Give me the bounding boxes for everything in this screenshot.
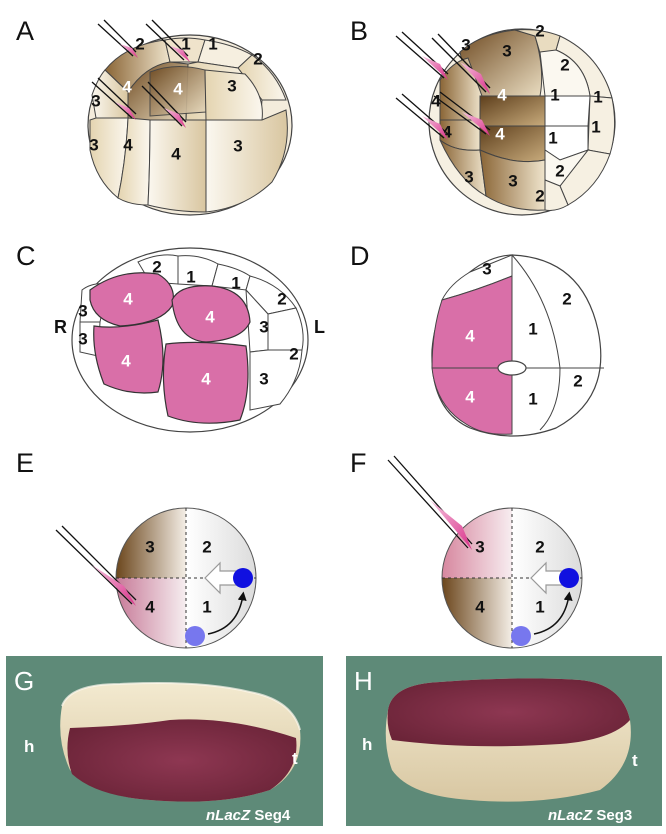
cell-label: 3: [461, 35, 470, 54]
cell-label: 2: [152, 257, 161, 276]
cell-label: 2: [289, 344, 298, 363]
cell-label: 4: [201, 369, 211, 388]
cell-label: 3: [227, 76, 236, 95]
head-label: h: [24, 737, 34, 756]
panel-b: B 3 3 2 2: [350, 16, 615, 215]
cell-label: 3: [89, 135, 98, 154]
panel-letter-b: B: [350, 16, 368, 46]
cell-label: 1: [593, 87, 602, 106]
panel-letter-h: H: [354, 666, 373, 696]
injection-needle-icon: [396, 32, 448, 80]
cell-label: 1: [202, 597, 211, 616]
cell-label: 4: [495, 124, 505, 143]
cell-label: 2: [253, 49, 262, 68]
light-blue-dot: [511, 626, 531, 646]
panel-g: G h t nLacZ Seg4: [6, 656, 323, 826]
panel-letter-d: D: [350, 241, 370, 271]
cell-label: 3: [259, 317, 268, 336]
tadpole-embryo-h: [386, 678, 631, 801]
embryo-d: 3 2 4 1 4 1 2: [432, 255, 604, 436]
injection-needle-icon: [98, 20, 138, 58]
panel-c: C 2 1 1 2 3 3 4 4 3 4: [16, 241, 325, 432]
cell-label: 3: [508, 171, 517, 190]
side-label-right: R: [54, 317, 67, 337]
cell-label: 4: [475, 597, 485, 616]
embryo-b: 3 3 2 2 4 4 1 1 4 4 1 1 3 3 2 2: [429, 21, 615, 215]
panel-h: H h t nLacZ Seg3: [346, 656, 662, 826]
cell-label: 2: [560, 55, 569, 74]
cell-label: 4: [465, 387, 475, 406]
cell-label: 3: [259, 369, 268, 388]
tail-label: t: [292, 749, 298, 768]
cell-label: 2: [535, 537, 544, 556]
cell-label: 3: [78, 329, 87, 348]
cell-label: 2: [555, 161, 564, 180]
side-label-left: L: [314, 317, 325, 337]
cell-label: 1: [528, 319, 537, 338]
cell-label: 4: [465, 326, 475, 345]
cell-label: 3: [233, 136, 242, 155]
panel-d: D 3 2 4 1 4 1 2: [350, 241, 604, 436]
cell-label: 1: [528, 389, 537, 408]
cell-label: 2: [535, 186, 544, 205]
cell-label: 4: [173, 79, 183, 98]
cell-label: 1: [548, 128, 557, 147]
cell-label: 4: [121, 351, 131, 370]
cell-label: 2: [573, 371, 582, 390]
cell-label: 4: [123, 289, 133, 308]
photo-caption: nLacZ Seg3: [548, 807, 632, 824]
embryo-c: 2 1 1 2 3 3 4 4 3 4 4 2 3 R L: [54, 248, 325, 432]
cell-label: 4: [171, 144, 181, 163]
cell-label: 2: [535, 21, 544, 40]
head-label: h: [362, 735, 372, 754]
cell-label: 1: [231, 273, 240, 292]
panel-a: A 2 1 1 2 4 4 3: [16, 16, 292, 215]
cell-label: 1: [591, 117, 600, 136]
panel-letter-a: A: [16, 16, 34, 46]
cell-label: 4: [497, 85, 507, 104]
cell-label: 1: [535, 597, 544, 616]
cell-label: 1: [208, 34, 217, 53]
cell-label: 2: [562, 289, 571, 308]
cell-label: 3: [464, 167, 473, 186]
light-blue-dot: [185, 626, 205, 646]
cell-label: 3: [145, 537, 154, 556]
cell-label: 2: [202, 537, 211, 556]
blue-dot: [233, 568, 253, 588]
cell-label: 1: [550, 85, 559, 104]
panel-letter-g: G: [14, 666, 34, 696]
tadpole-embryo-g: [60, 683, 300, 802]
cell-label: 3: [502, 41, 511, 60]
cell-label: 1: [186, 267, 195, 286]
panel-letter-c: C: [16, 241, 36, 271]
panel-letter-f: F: [350, 448, 367, 478]
cell-label: 3: [475, 537, 484, 556]
panel-letter-e: E: [16, 448, 34, 478]
photo-caption: nLacZ Seg4: [206, 807, 291, 824]
cell-label: 3: [482, 259, 491, 278]
tail-label: t: [632, 751, 638, 770]
cell-label: 4: [205, 307, 215, 326]
cell-label: 4: [122, 77, 132, 96]
embryo-a: 2 1 1 2 4 4 3 3 3 4 4 3: [88, 34, 292, 215]
panel-f: F 3 2 4 1: [350, 448, 582, 648]
cell-label: 4: [145, 597, 155, 616]
cell-label: 2: [277, 289, 286, 308]
cell-label: 3: [78, 301, 87, 320]
cell-label: 2: [135, 34, 144, 53]
panel-e: E 3 2 4 1: [16, 448, 256, 648]
cell-label: 4: [123, 135, 133, 154]
cell-label: 3: [91, 91, 100, 110]
blue-dot: [559, 568, 579, 588]
